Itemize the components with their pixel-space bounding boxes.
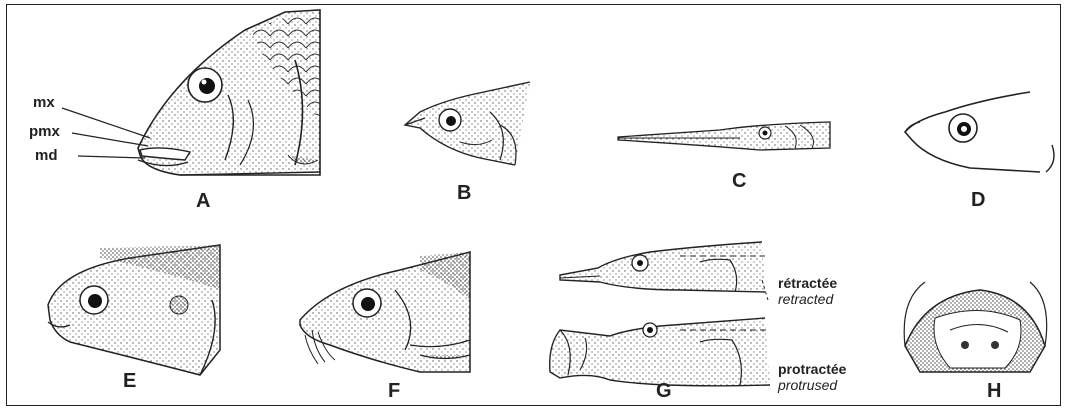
panel-label-d: D xyxy=(971,190,985,210)
fish-head-f xyxy=(300,252,470,372)
retracted-label-fr: rétractée xyxy=(778,276,837,290)
fish-head-c xyxy=(618,122,830,150)
panel-label-b: B xyxy=(457,183,471,203)
maxilla-label: mx xyxy=(33,95,55,110)
fish-head-a xyxy=(62,10,320,175)
panel-label-g: G xyxy=(656,381,672,401)
fish-head-d xyxy=(905,92,1054,172)
panel-label-a: A xyxy=(196,191,210,211)
fish-head-b xyxy=(405,82,530,165)
fish-head-g-retracted xyxy=(560,242,768,300)
panel-label-f: F xyxy=(388,381,400,401)
mandible-label: md xyxy=(35,148,58,163)
protracted-label-fr: protractée xyxy=(778,362,846,376)
fish-head-e xyxy=(48,245,220,375)
panel-label-c: C xyxy=(732,171,746,191)
fish-head-g-protruded xyxy=(550,318,770,386)
protracted-label-en: protrused xyxy=(778,378,837,392)
panel-label-h: H xyxy=(987,381,1001,401)
retracted-label-en: retracted xyxy=(778,292,833,306)
premaxilla-label: pmx xyxy=(29,124,60,139)
fish-head-h xyxy=(904,282,1047,372)
panel-label-e: E xyxy=(123,371,136,391)
